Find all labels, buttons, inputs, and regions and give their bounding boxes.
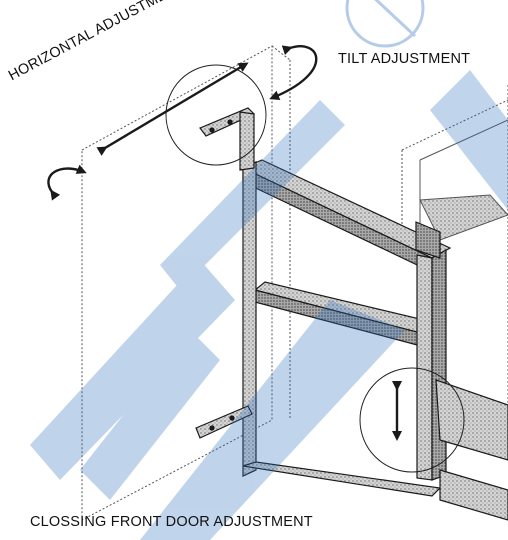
straight-double-arrow-icon — [96, 62, 249, 156]
curved-double-arrow-icon — [47, 164, 87, 201]
door-detail-circle — [359, 367, 465, 473]
tilt-adjustment-label: TILT ADJUSTMENT — [338, 51, 471, 67]
mechanism-frame — [195, 107, 508, 521]
curved-double-arrow-icon — [269, 45, 318, 100]
watermark-bands — [30, 70, 508, 540]
watermark-logo — [345, 0, 425, 48]
closing-front-door-adjustment-label: CLOSSING FRONT DOOR ADJUSTMENT — [30, 514, 313, 530]
